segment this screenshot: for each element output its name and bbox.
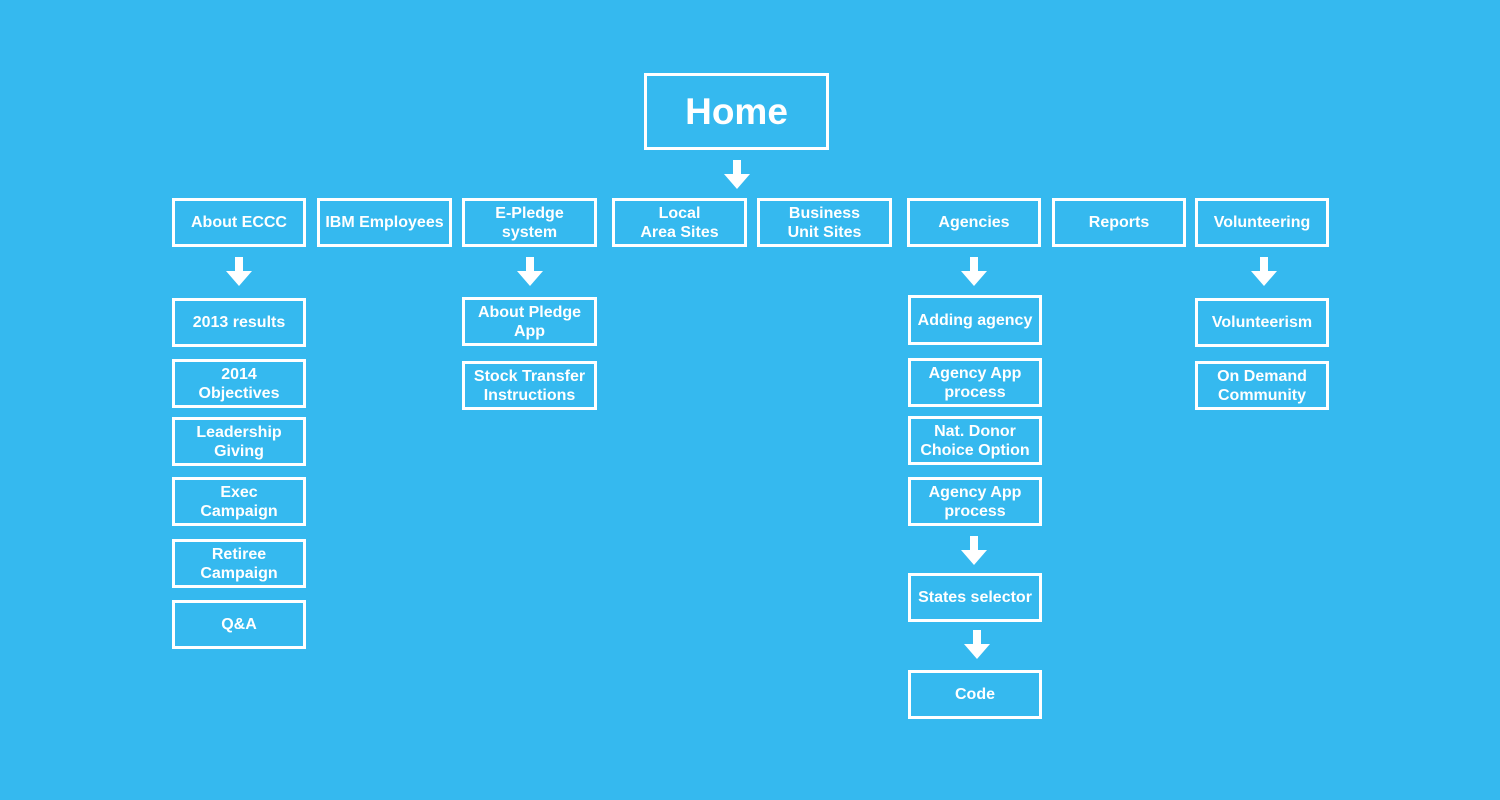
node-ibm-employees: IBM Employees: [317, 198, 452, 247]
node-nat-donor-choice-option: Nat. Donor Choice Option: [908, 416, 1042, 465]
node-agency-app-process: Agency App process: [908, 358, 1042, 407]
node-qa: Q&A: [172, 600, 306, 649]
arrow-down-icon: [722, 160, 752, 190]
node-code: Code: [908, 670, 1042, 719]
node-stock-transfer-instructions: Stock Transfer Instructions: [462, 361, 597, 410]
node-on-demand-community: On Demand Community: [1195, 361, 1329, 410]
node-leadership-giving: Leadership Giving: [172, 417, 306, 466]
node-adding-agency: Adding agency: [908, 295, 1042, 345]
node-business-unit-sites: Business Unit Sites: [757, 198, 892, 247]
node-retiree-campaign: Retiree Campaign: [172, 539, 306, 588]
node-agencies: Agencies: [907, 198, 1041, 247]
node-exec-campaign: Exec Campaign: [172, 477, 306, 526]
node-2013-results: 2013 results: [172, 298, 306, 347]
arrow-down-icon: [1249, 257, 1279, 287]
arrow-down-icon: [962, 630, 992, 660]
node-2014-objectives: 2014 Objectives: [172, 359, 306, 408]
node-about-eccc: About ECCC: [172, 198, 306, 247]
node-states-selector: States selector: [908, 573, 1042, 622]
node-reports: Reports: [1052, 198, 1186, 247]
node-volunteering: Volunteering: [1195, 198, 1329, 247]
node-local-area-sites: Local Area Sites: [612, 198, 747, 247]
node-about-pledge-app: About Pledge App: [462, 297, 597, 346]
arrow-down-icon: [959, 257, 989, 287]
arrow-down-icon: [224, 257, 254, 287]
node-volunteerism: Volunteerism: [1195, 298, 1329, 347]
node-home: Home: [644, 73, 829, 150]
arrow-down-icon: [515, 257, 545, 287]
arrow-down-icon: [959, 536, 989, 566]
node-agency-app-process-2: Agency App process: [908, 477, 1042, 526]
node-e-pledge-system: E-Pledge system: [462, 198, 597, 247]
